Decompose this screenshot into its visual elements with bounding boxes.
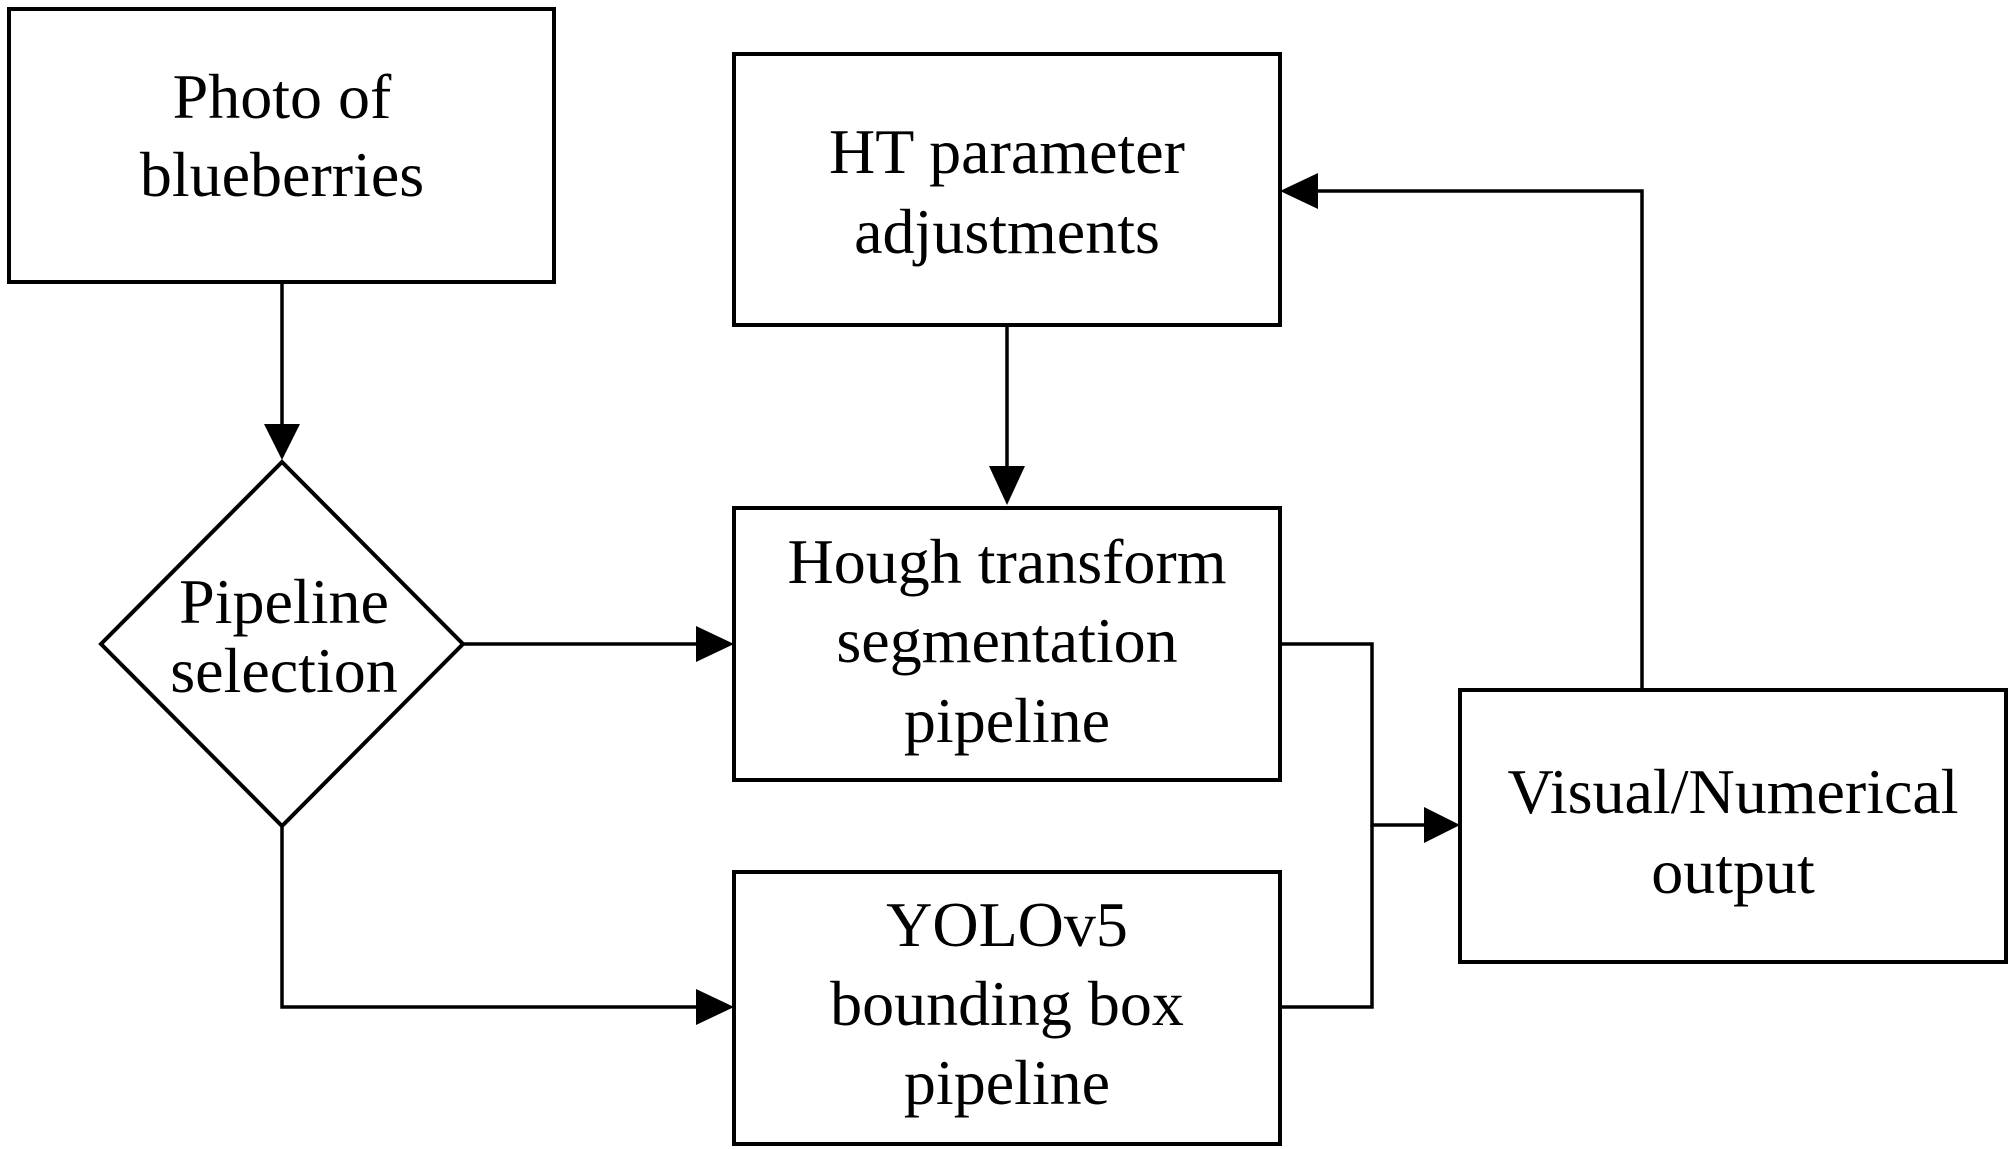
arrowhead-selection-to-yolo: [696, 989, 734, 1025]
edge-output-to-params: [1314, 189, 1644, 688]
node-hough-line-3: pipeline: [904, 685, 1110, 756]
node-photo-line-1: Photo of: [173, 61, 392, 132]
arrowhead-to-output: [1424, 807, 1460, 843]
node-selection-line-1: Pipeline: [179, 566, 389, 637]
node-output-line-2: output: [1651, 836, 1815, 907]
node-pipeline-selection: Pipeline selection: [98, 459, 466, 829]
node-photo-of-blueberries: Photo of blueberries: [7, 7, 556, 284]
node-yolo-line-2: bounding box: [830, 968, 1184, 1039]
node-hough-transform-pipeline: Hough transform segmentation pipeline: [732, 506, 1282, 782]
node-selection-line-2: selection: [170, 635, 397, 706]
node-params-line-2: adjustments: [854, 196, 1160, 267]
arrowhead-output-to-params: [1280, 173, 1318, 209]
node-params-line-1: HT parameter: [829, 116, 1185, 187]
edge-yolo-to-output: [1280, 825, 1374, 1009]
node-yolo-line-3: pipeline: [904, 1047, 1110, 1118]
node-photo-line-2: blueberries: [140, 139, 424, 210]
node-hough-line-1: Hough transform: [787, 526, 1226, 597]
arrowhead-params-to-hough: [989, 466, 1025, 505]
arrowhead-photo-to-selection: [264, 424, 300, 460]
node-ht-parameter-adjustments: HT parameter adjustments: [732, 52, 1282, 327]
node-yolo-line-1: YOLOv5: [886, 889, 1128, 960]
node-yolov5-pipeline: YOLOv5 bounding box pipeline: [732, 870, 1282, 1146]
edge-hough-to-output: [1280, 642, 1428, 827]
node-output-line-1: Visual/Numerical: [1507, 756, 1958, 827]
arrowhead-selection-to-hough: [696, 626, 734, 662]
node-hough-line-2: segmentation: [836, 605, 1177, 676]
node-visual-numerical-output: Visual/Numerical output: [1458, 688, 2008, 964]
edge-selection-to-yolo: [280, 826, 700, 1009]
